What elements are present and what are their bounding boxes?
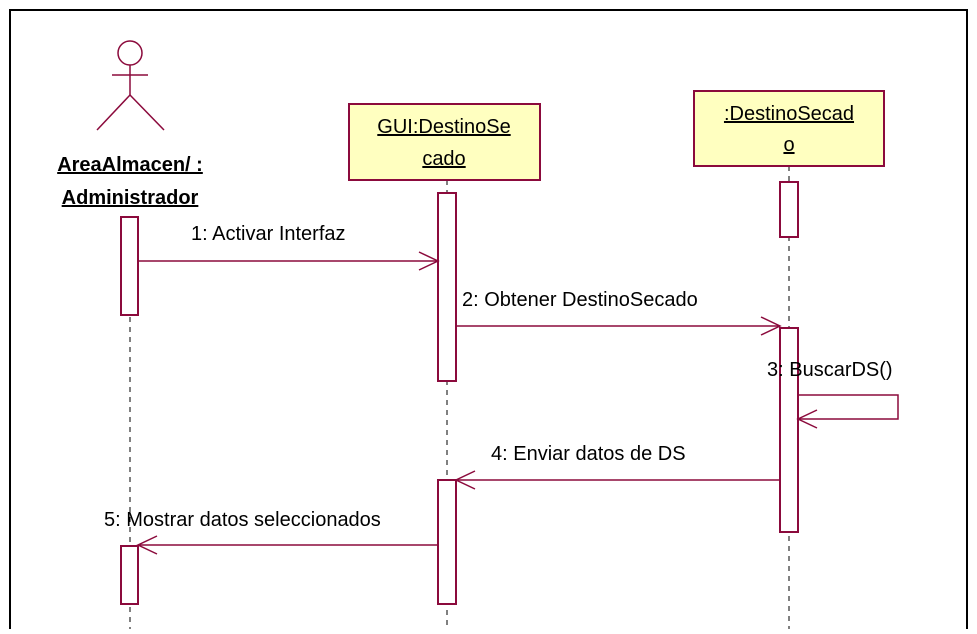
message-label-1: 1: Activar Interfaz [191,223,346,245]
message-arrowhead-5 [136,535,158,555]
object-destinosecado-label-line2: o [783,134,794,156]
message-arrowhead-3 [796,409,818,429]
actor-name-line2: Administrador [62,187,199,209]
diagram-border [9,9,968,629]
message-label-4: 4: Enviar datos de DS [491,443,686,465]
message-arrow-3 [798,394,899,420]
message-arrowhead-4 [454,470,476,490]
actor-name-line1: AreaAlmacen/ : [57,154,203,176]
activation-gui-2 [437,479,457,605]
object-gui-destinosecado[interactable]: GUI:DestinoSe cado [348,103,541,181]
object-gui-label-line1: GUI:DestinoSe [377,116,510,138]
activation-gui-1 [437,192,457,382]
object-destinosecado[interactable]: :DestinoSecad o [693,90,885,167]
activation-administrador-1 [120,216,139,316]
activation-administrador-2 [120,545,139,605]
object-gui-label-line2: cado [422,148,465,170]
message-arrowhead-1 [418,251,440,271]
activation-destinosecado-1 [779,181,799,238]
activation-destinosecado-2 [779,327,799,533]
actor-stick-figure-icon [96,40,165,131]
message-label-5: 5: Mostrar datos seleccionados [104,509,381,531]
object-destinosecado-label-line1: :DestinoSecad [724,103,854,125]
message-label-2: 2: Obtener DestinoSecado [462,289,698,311]
message-label-3: 3: BuscarDS() [767,359,893,381]
message-arrowhead-2 [760,316,782,336]
